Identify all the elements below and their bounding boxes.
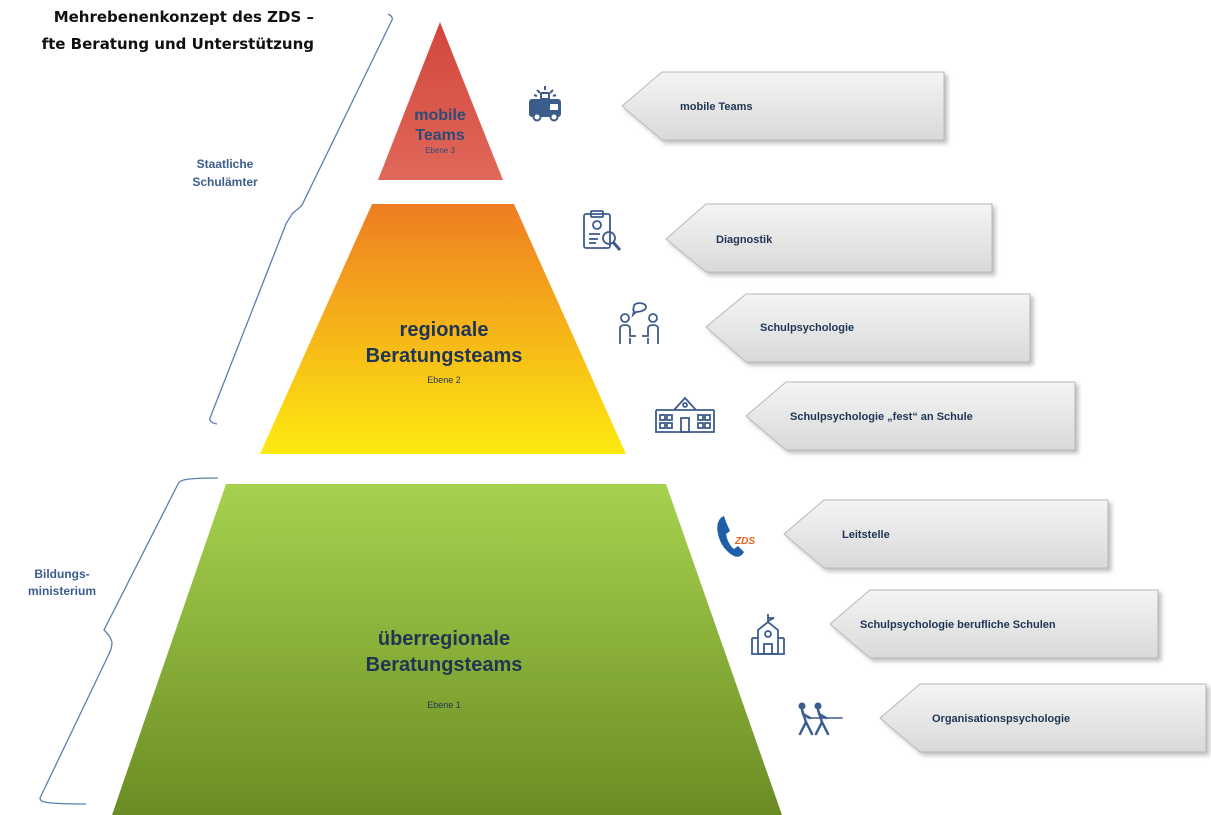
level-3-triangle — [378, 22, 503, 180]
school-building-icon — [655, 396, 715, 433]
title-line-1: Mehrebenenkonzept des ZDS – — [53, 8, 314, 26]
level-2-title-2: Beratungsteams — [366, 345, 523, 367]
level-1-title-2: Beratungsteams — [366, 654, 523, 676]
tag-schulpsychologie-berufliche-schulen: Schulpsychologie berufliche Schulen — [829, 589, 1159, 659]
tag-leitstelle: Leitstelle — [783, 499, 1109, 569]
clipboard-search-icon — [583, 210, 622, 251]
tag-schulpsychologie-fest: Schulpsychologie „fest“ an Schule — [745, 381, 1076, 451]
tag-label: Schulpsychologie — [760, 322, 854, 334]
lower-bracket — [39, 477, 219, 805]
tag-mobile-teams: mobile Teams — [621, 71, 945, 141]
level-3-title-2: Teams — [415, 127, 465, 144]
level-2-title-1: regionale — [400, 319, 489, 341]
ambulance-icon — [529, 86, 561, 122]
tag-schulpsychologie: Schulpsychologie — [705, 293, 1031, 363]
bracket-label-lower-1: Bildungs- — [34, 567, 89, 581]
tug-of-war-icon — [798, 702, 843, 736]
upper-bracket — [209, 13, 394, 425]
tag-label: Organisationspsychologie — [932, 713, 1070, 725]
school-icon — [751, 614, 785, 655]
phone-badge-text: ZDS — [734, 536, 755, 547]
page-title: Mehrebenenkonzept des ZDS – fte Beratung… — [0, 4, 336, 58]
tag-label: Schulpsychologie „fest“ an Schule — [790, 411, 973, 423]
bracket-label-upper-1: Staatliche — [197, 157, 254, 171]
level-2-trapezoid — [260, 204, 626, 454]
tag-label: Diagnostik — [716, 234, 773, 246]
tag-organisationspsychologie: Organisationspsychologie — [879, 683, 1207, 753]
level-3-sub: Ebene 3 — [425, 146, 455, 155]
level-2-sub: Ebene 2 — [427, 375, 461, 385]
title-line-2: fte Beratung und Unterstützung — [41, 35, 314, 53]
tag-label: Schulpsychologie berufliche Schulen — [860, 619, 1056, 631]
bracket-label-lower-2: ministerium — [28, 584, 96, 598]
tag-label: mobile Teams — [680, 101, 753, 113]
level-1-sub: Ebene 1 — [427, 700, 461, 710]
level-3-title-1: mobile — [414, 107, 466, 124]
tag-label: Leitstelle — [842, 529, 890, 541]
level-1-title-1: überregionale — [378, 628, 510, 650]
tag-diagnostik: Diagnostik — [665, 203, 993, 273]
level-1-trapezoid — [112, 484, 782, 815]
bracket-label-upper-2: Schulämter — [192, 175, 258, 189]
phone-icon: ZDS — [717, 516, 755, 557]
counseling-icon — [619, 302, 659, 344]
